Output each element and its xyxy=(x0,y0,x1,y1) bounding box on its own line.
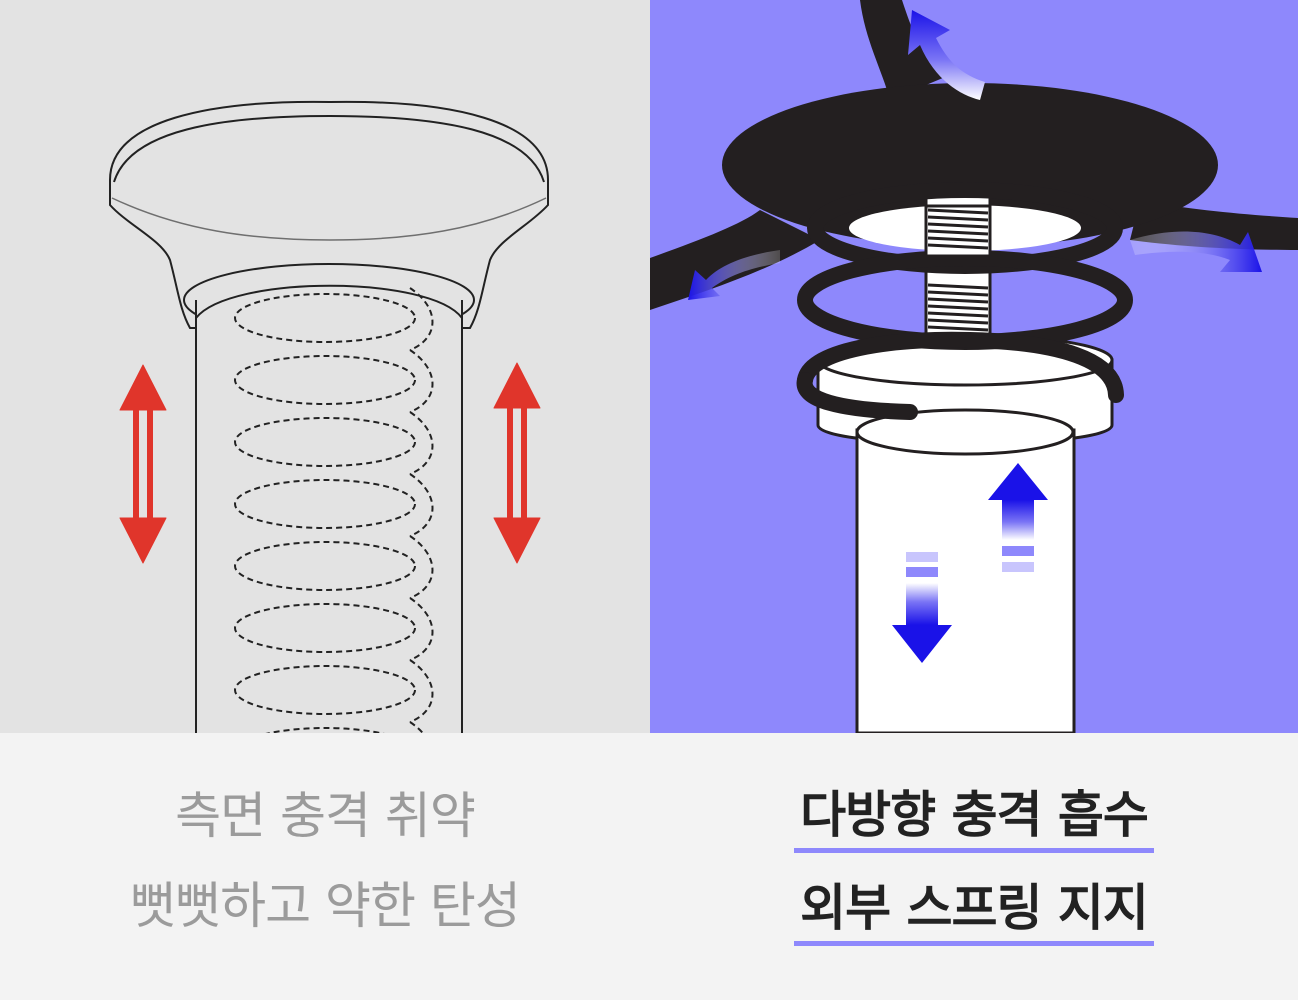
right-panel xyxy=(650,0,1298,733)
internal-spring-leg-illustration xyxy=(109,100,549,733)
spring-loop-back xyxy=(409,721,424,733)
leg-cap-rim xyxy=(113,114,545,183)
spring-loop-back xyxy=(409,411,434,475)
spring-loop-back xyxy=(409,473,434,537)
blue-curved-arrow-right xyxy=(1130,231,1262,272)
right-caption-line-1: 다방향 충격 흡수 xyxy=(794,790,1154,853)
right-caption-line-2: 외부 스프링 지지 xyxy=(794,883,1154,946)
left-panel xyxy=(0,0,650,733)
left-caption: 측면 충격 취약 뻣뻣하고 약한 탄성 xyxy=(0,733,650,1000)
spring-loop xyxy=(234,479,416,529)
external-spring-coils xyxy=(796,182,1133,420)
left-caption-line-1: 측면 충격 취약 xyxy=(175,787,476,845)
blue-curved-arrow-left xyxy=(688,250,780,300)
leg-tube xyxy=(196,300,462,733)
leg-post xyxy=(855,428,1076,733)
spring-loop xyxy=(234,541,416,591)
spring-loop xyxy=(265,727,385,733)
rod-thread xyxy=(927,290,989,297)
rod-thread xyxy=(927,236,989,243)
leg-cap-edge xyxy=(111,197,547,241)
rod-thread xyxy=(927,229,989,236)
rod-thread xyxy=(927,243,989,250)
rod-thread xyxy=(927,208,989,215)
spring-loop xyxy=(234,665,416,715)
external-spring-leg-illustration xyxy=(650,0,1298,733)
spring-loop-back xyxy=(409,659,434,723)
red-double-arrow-left xyxy=(119,364,167,564)
spring-loop-back xyxy=(409,597,434,661)
rod-thread xyxy=(927,283,989,290)
red-double-arrow-right xyxy=(493,362,541,564)
rod-thread xyxy=(927,318,989,325)
leg-cap-outline xyxy=(109,100,549,329)
spring-loop-back xyxy=(409,535,434,599)
spring-loop-back xyxy=(409,287,434,351)
right-caption: 다방향 충격 흡수 외부 스프링 지지 xyxy=(650,733,1298,1000)
spring-loop xyxy=(234,355,416,405)
spring-loop xyxy=(234,417,416,467)
blue-arrow-up xyxy=(988,463,1048,572)
rod-thread xyxy=(927,297,989,304)
spring-loop xyxy=(234,293,416,343)
rod-thread xyxy=(927,325,989,332)
rod-thread xyxy=(927,304,989,311)
blue-arrow-down xyxy=(892,552,952,663)
blue-curved-arrow-top xyxy=(908,10,985,100)
spring-loop-back xyxy=(409,349,434,413)
rod-thread xyxy=(927,215,989,222)
rod-thread xyxy=(927,311,989,318)
internal-spring-dashed xyxy=(234,287,434,733)
spring-loop xyxy=(234,603,416,653)
rod-thread xyxy=(927,222,989,229)
left-caption-line-2: 뻣뻣하고 약한 탄성 xyxy=(130,877,521,935)
